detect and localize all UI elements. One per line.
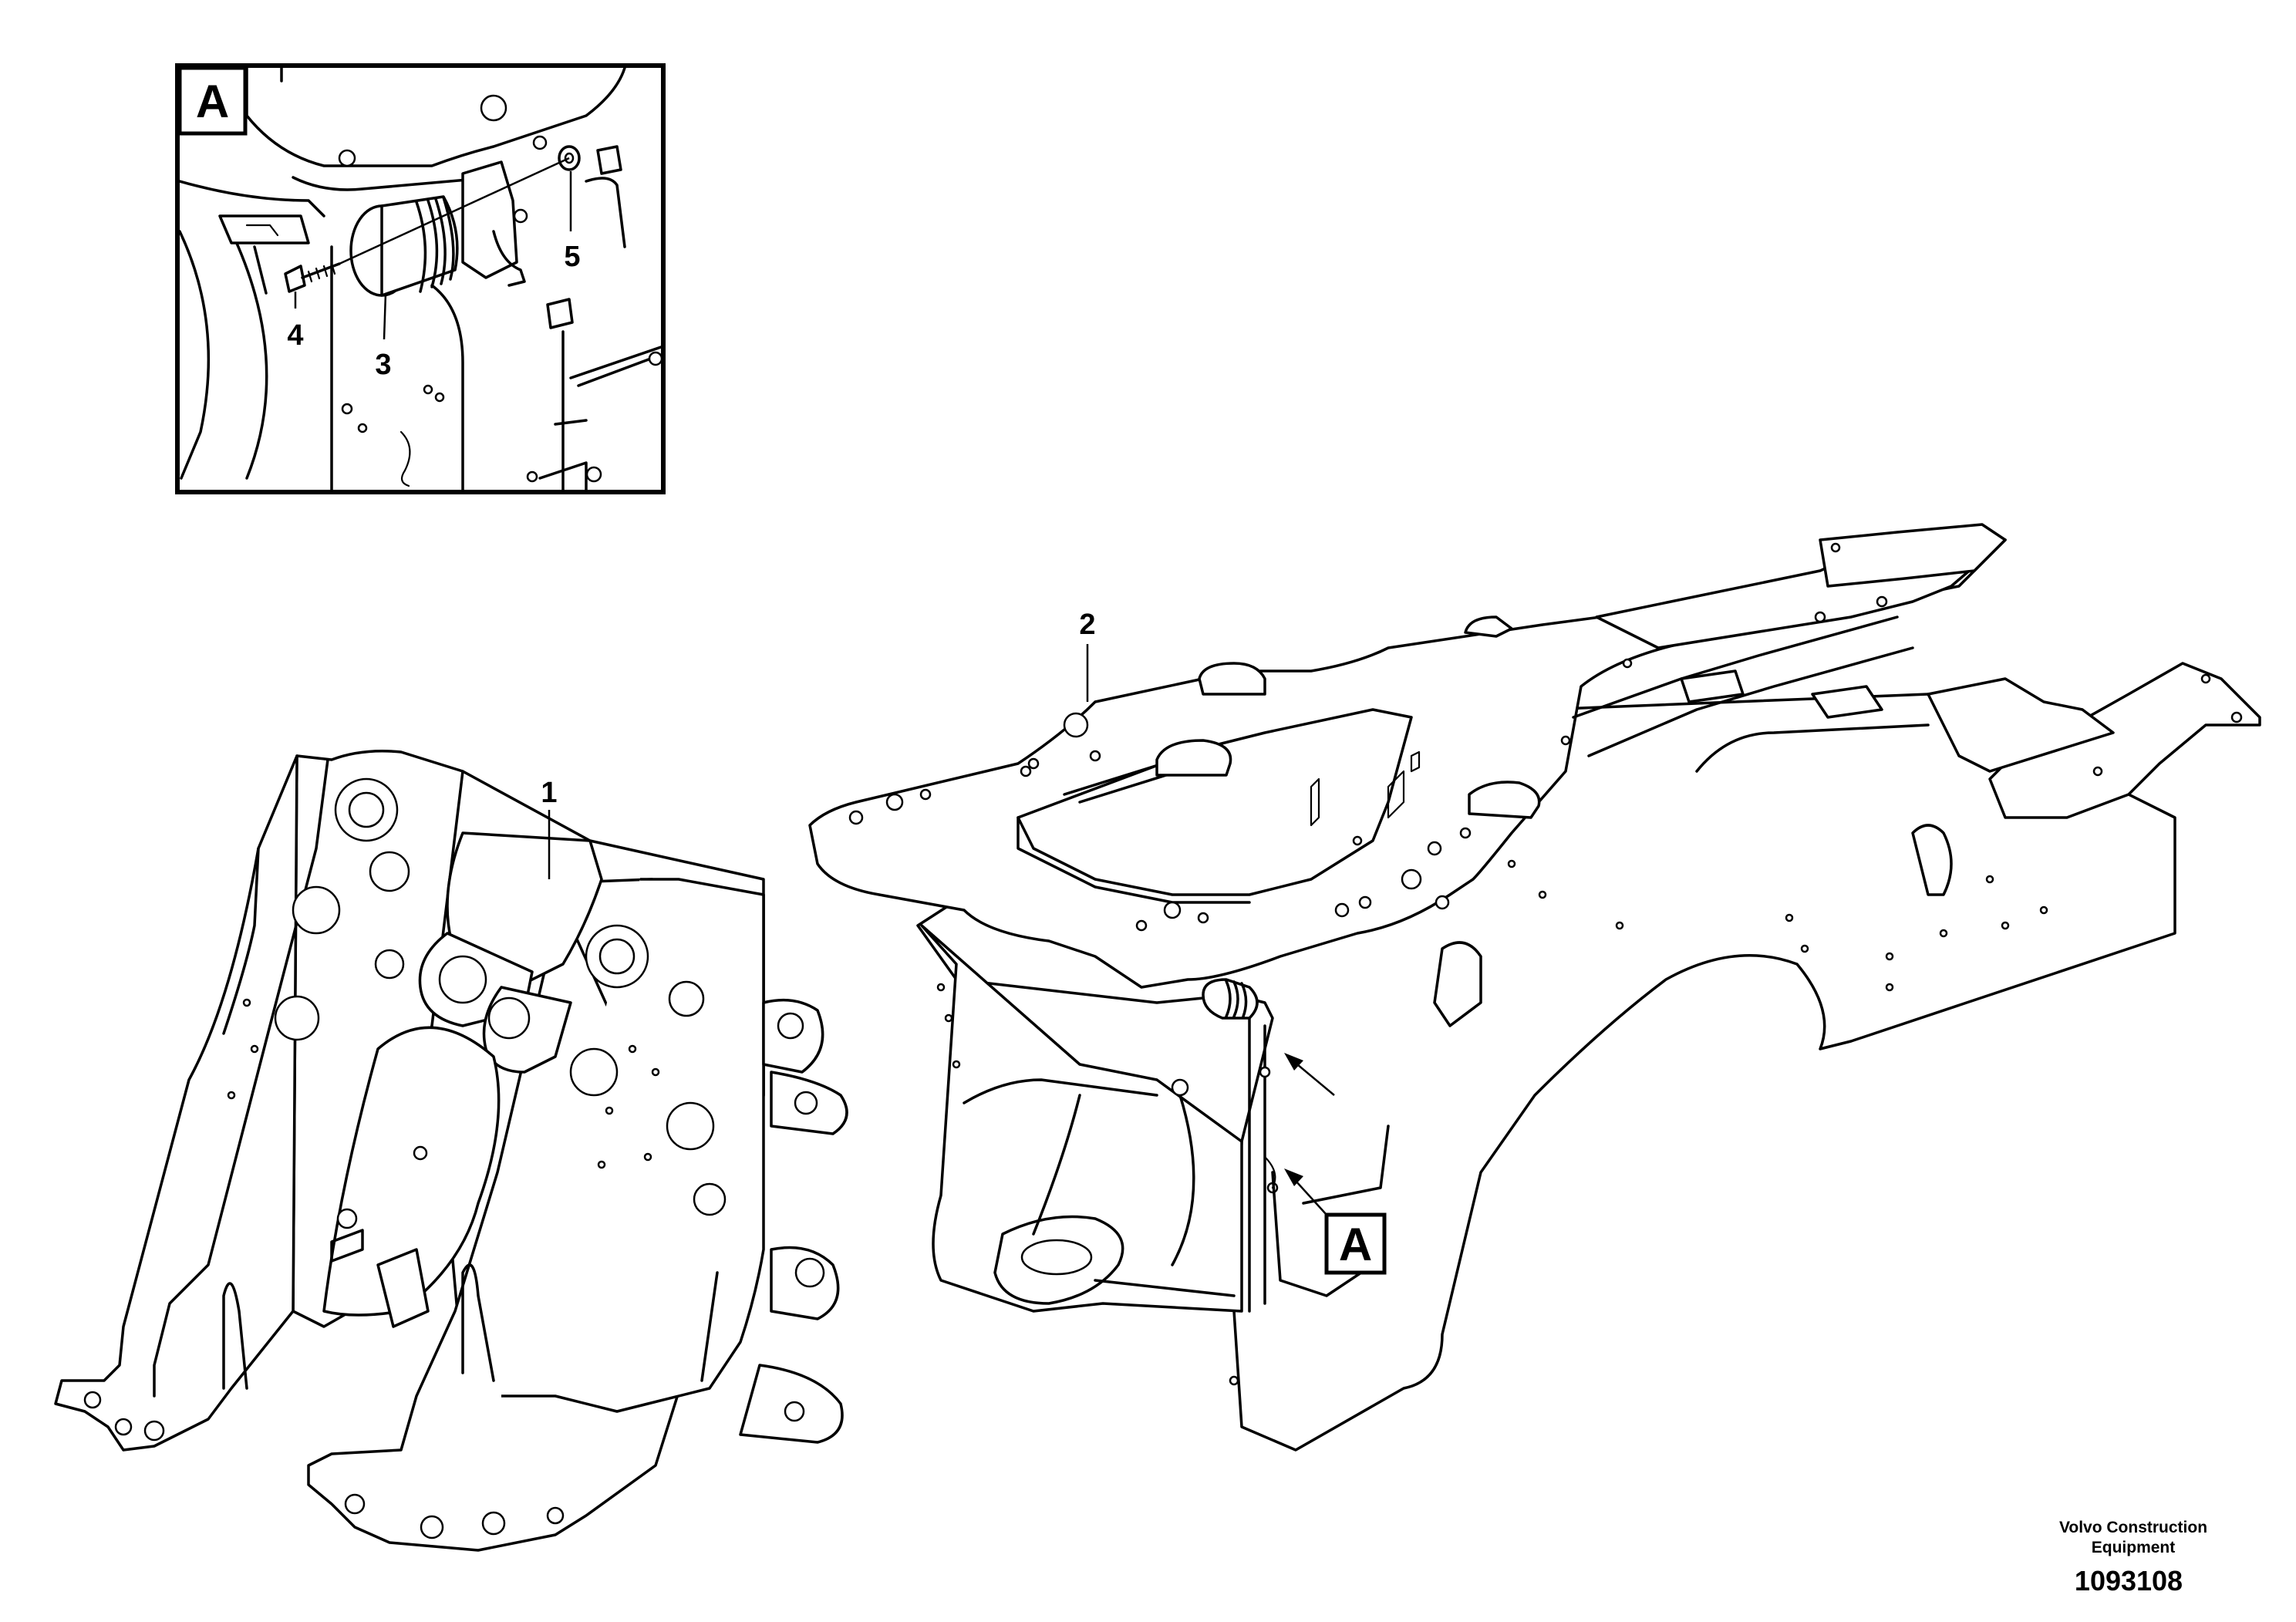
leader-3 bbox=[383, 292, 387, 340]
callout-2: 2 bbox=[1079, 609, 1095, 641]
front-frame-part-1 bbox=[54, 750, 848, 1552]
svg-text:A: A bbox=[1339, 1219, 1372, 1270]
callout-4: 4 bbox=[287, 319, 303, 352]
svg-text:A: A bbox=[196, 76, 229, 127]
drawing-number: 1093108 bbox=[2075, 1565, 2183, 1597]
rear-frame-part-2 bbox=[808, 523, 2261, 1452]
detail-view-a: A 3 4 5 bbox=[175, 63, 666, 494]
rubber-mount-part-3 bbox=[349, 195, 459, 297]
detail-mount-drawing bbox=[180, 68, 661, 490]
callout-3: 3 bbox=[375, 349, 391, 381]
callout-5: 5 bbox=[564, 241, 580, 273]
detail-badge: A bbox=[177, 66, 248, 136]
credit-line-1: Volvo Construction bbox=[2059, 1519, 2207, 1536]
credit-line-2: Equipment bbox=[2092, 1539, 2176, 1556]
bolt-part-4 bbox=[284, 262, 341, 293]
callout-1: 1 bbox=[541, 777, 557, 809]
detail-reference-badge: A bbox=[1284, 1053, 1387, 1275]
